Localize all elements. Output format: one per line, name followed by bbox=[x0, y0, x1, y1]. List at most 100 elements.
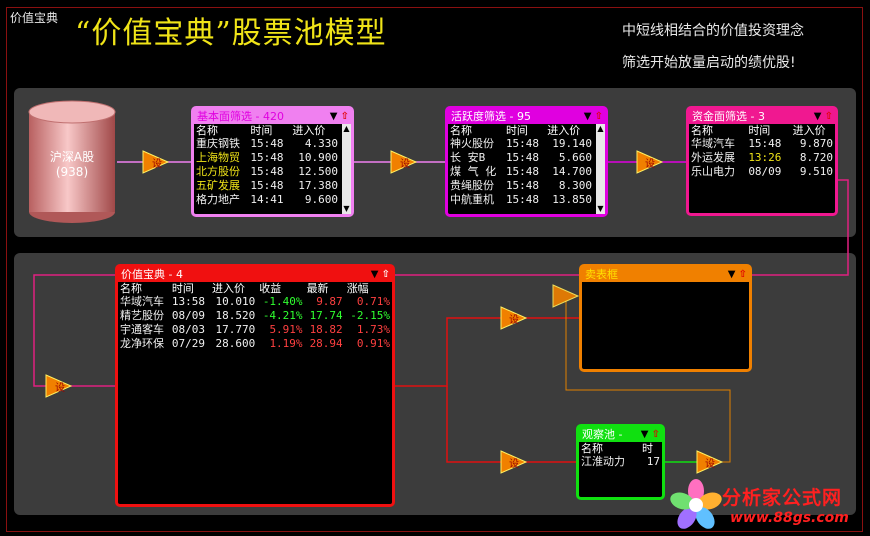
panel-title: 资金面筛选 - 3 bbox=[692, 110, 765, 123]
column-header[interactable]: 进入价 bbox=[792, 124, 826, 137]
scroll-down-icon[interactable]: ▼ bbox=[343, 204, 350, 213]
table-row[interactable]: 精艺股份 08/09 18.520 -4.21% 17.74 -2.15% bbox=[118, 309, 392, 323]
filter-gate[interactable]: 设 bbox=[636, 150, 664, 174]
column-header[interactable]: 时间 bbox=[505, 124, 528, 137]
entry-time: 15:48 bbox=[505, 193, 540, 206]
panel-header[interactable]: 活跃度筛选 - 95 ▼ ⇧ bbox=[448, 109, 605, 124]
stock-name: 江淮动力 bbox=[581, 455, 625, 468]
up-arrow-icon[interactable]: ⇧ bbox=[824, 111, 833, 122]
stock-name: 华域汽车 bbox=[691, 137, 735, 150]
table-row[interactable]: 宇通客车 08/03 17.770 5.91% 18.82 1.73% bbox=[118, 323, 392, 337]
change-percent: 1.73% bbox=[356, 323, 390, 336]
database-cylinder-icon[interactable] bbox=[27, 100, 117, 224]
source-label: 沪深A股 (938) bbox=[49, 150, 95, 179]
column-header[interactable]: 时间 bbox=[250, 124, 273, 137]
svg-text:设: 设 bbox=[400, 158, 410, 170]
filter-gate[interactable]: 设 bbox=[500, 306, 528, 330]
latest-price: 28.94 bbox=[309, 337, 343, 350]
entry-time: 13:26 bbox=[748, 151, 782, 164]
filter-gate[interactable]: 设 bbox=[45, 374, 73, 398]
up-arrow-icon[interactable]: ⇧ bbox=[340, 111, 349, 122]
filter-gate[interactable]: 设 bbox=[142, 150, 170, 174]
panel-header[interactable]: 观察池 - ▼ ⇧ bbox=[579, 427, 662, 442]
filter-gate[interactable]: 设 bbox=[696, 450, 724, 474]
filter-gate[interactable]: 设 bbox=[500, 450, 528, 474]
stock-table: 名称 时间 进入价 收益 最新 涨幅 华域汽车 13:58 10.010 -1.… bbox=[118, 282, 392, 351]
table-row[interactable]: 龙净环保 07/29 28.600 1.19% 28.94 0.91% bbox=[118, 337, 392, 351]
column-header[interactable]: 名称 bbox=[196, 124, 218, 137]
entry-time: 17 bbox=[646, 455, 660, 468]
column-header[interactable]: 时间 bbox=[171, 282, 194, 295]
panel-header[interactable]: 价值宝典 - 4 ▼ ⇧ bbox=[118, 267, 392, 282]
up-arrow-icon[interactable]: ⇧ bbox=[651, 429, 660, 440]
filter-gate[interactable]: 设 bbox=[390, 150, 418, 174]
table-row[interactable]: 江淮动力 17 bbox=[579, 455, 662, 469]
column-header[interactable]: 名称 bbox=[450, 124, 472, 137]
column-header[interactable]: 名称 bbox=[581, 442, 603, 455]
svg-text:设: 设 bbox=[509, 314, 519, 326]
filter-icon[interactable]: ▼ bbox=[329, 111, 338, 122]
filter-gate[interactable] bbox=[552, 284, 580, 308]
up-arrow-icon[interactable]: ⇧ bbox=[381, 269, 390, 280]
column-header[interactable]: 时 bbox=[642, 442, 654, 455]
stock-table: 名称 时 江淮动力 17 bbox=[579, 442, 662, 469]
latest-price: 9.87 bbox=[316, 295, 343, 308]
entry-price: 19.140 bbox=[552, 137, 592, 150]
column-header[interactable]: 进入价 bbox=[547, 124, 581, 137]
column-header[interactable]: 涨幅 bbox=[346, 282, 369, 295]
stock-name: 中航重机 bbox=[450, 193, 494, 206]
entry-price: 9.870 bbox=[799, 137, 833, 150]
brand-name: 分析家公式网 bbox=[722, 487, 843, 509]
window-frame bbox=[6, 7, 863, 532]
sell-panel[interactable]: 卖表框 ▼ ⇧ bbox=[579, 264, 752, 372]
scroll-up-icon[interactable]: ▲ bbox=[597, 124, 604, 133]
up-arrow-icon[interactable]: ⇧ bbox=[594, 111, 603, 122]
column-header[interactable]: 进入价 bbox=[212, 282, 245, 295]
change-percent: 0.71% bbox=[356, 295, 390, 308]
up-arrow-icon[interactable]: ⇧ bbox=[738, 269, 747, 280]
filter-icon[interactable]: ▼ bbox=[583, 111, 592, 122]
panel-header[interactable]: 资金面筛选 - 3 ▼ ⇧ bbox=[689, 109, 835, 124]
scroll-up-icon[interactable]: ▲ bbox=[343, 124, 350, 133]
app-tab-label[interactable]: 价值宝典 bbox=[10, 11, 59, 25]
watch-pool-panel[interactable]: 观察池 - ▼ ⇧ 名称 时 江淮动力 17 bbox=[576, 424, 665, 500]
column-header[interactable]: 名称 bbox=[120, 282, 142, 295]
column-header[interactable]: 最新 bbox=[306, 282, 329, 295]
scrollbar[interactable]: ▲ ▼ bbox=[342, 124, 351, 214]
filter-icon[interactable]: ▼ bbox=[813, 111, 822, 122]
column-header[interactable]: 进入价 bbox=[292, 124, 326, 137]
column-header[interactable]: 时间 bbox=[748, 124, 771, 137]
latest-price: 17.74 bbox=[309, 309, 343, 322]
brand-url[interactable]: www.88gs.com bbox=[730, 510, 849, 526]
filter-icon[interactable]: ▼ bbox=[370, 269, 379, 280]
column-header[interactable]: 名称 bbox=[691, 124, 713, 137]
filter-icon[interactable]: ▼ bbox=[640, 429, 649, 440]
panel-header[interactable]: 基本面筛选 - 420 ▼ ⇧ bbox=[194, 109, 351, 124]
slogan-line-2: 筛选开始放量启动的绩优股! bbox=[622, 55, 796, 71]
panel-title: 基本面筛选 - 420 bbox=[197, 110, 284, 123]
scrollbar[interactable]: ▲ ▼ bbox=[596, 124, 605, 214]
column-header[interactable]: 收益 bbox=[259, 282, 282, 295]
scroll-down-icon[interactable]: ▼ bbox=[597, 204, 604, 213]
value-pool-panel[interactable]: 价值宝典 - 4 ▼ ⇧ 名称 时间 进入价 收益 最新 涨幅 华域汽车 13:… bbox=[115, 264, 395, 507]
filter-icon[interactable]: ▼ bbox=[727, 269, 736, 280]
panel-header[interactable]: 卖表框 ▼ ⇧ bbox=[582, 267, 749, 282]
table-row[interactable]: 华域汽车 13:58 10.010 -1.40% 9.87 0.71% bbox=[118, 295, 392, 309]
